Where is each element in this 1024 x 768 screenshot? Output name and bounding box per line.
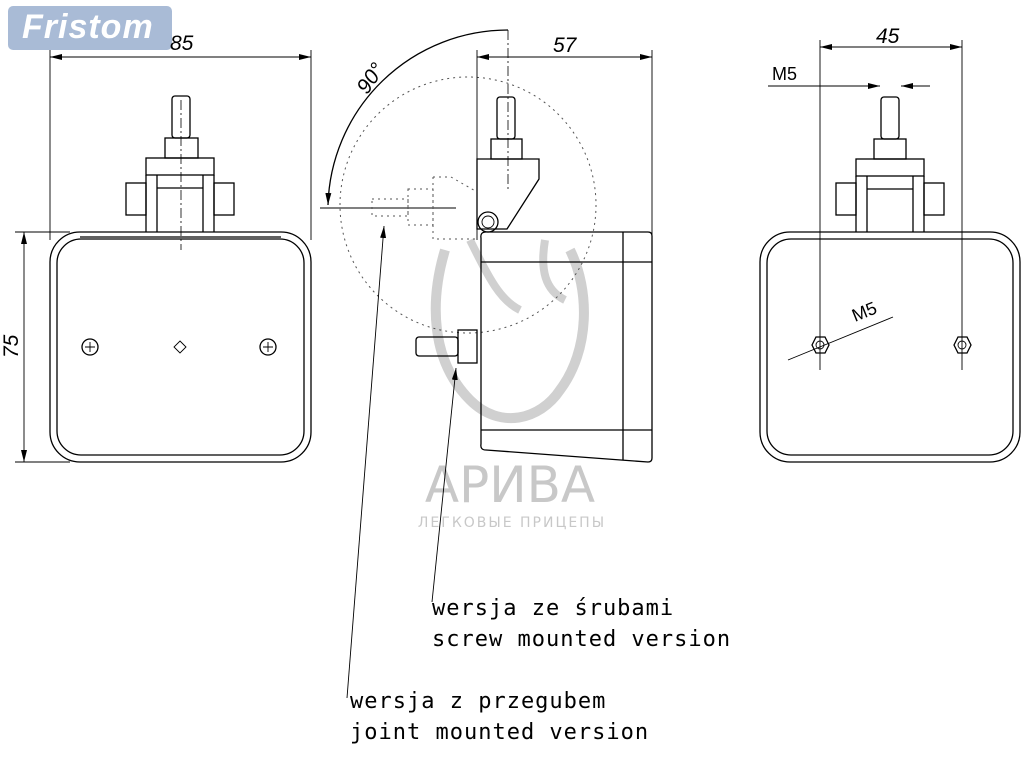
note-joint-en: joint mounted version (350, 720, 649, 745)
thread-label-top: M5 (772, 64, 797, 84)
joint-leader-line (346, 225, 387, 699)
thread-label-nut: M5 (849, 298, 880, 326)
watermark-title: АРИВА (425, 456, 595, 514)
note-joint-pl: wersja z przegubem (350, 689, 606, 714)
rear-view: 45 M5 M5 (759, 25, 1021, 463)
fristom-logo: Fristom (8, 6, 172, 50)
watermark: АРИВА ЛЕГКОВЫЕ ПРИЦЕПЫ (418, 238, 606, 531)
front-view: 85 75 (0, 32, 312, 463)
dimension-75: 75 (0, 334, 23, 358)
note-screw-en: screw mounted version (432, 627, 731, 652)
side-view: 90° 57 (320, 29, 653, 463)
logo-text: Fristom (22, 8, 154, 46)
dimension-45: 45 (876, 25, 900, 48)
note-screw-pl: wersja ze śrubami (432, 596, 674, 621)
dimension-85: 85 (170, 32, 194, 55)
dimension-90-degrees: 90° (352, 59, 389, 98)
watermark-subtitle: ЛЕГКОВЫЕ ПРИЦЕПЫ (418, 515, 606, 531)
screw-leader-line (431, 367, 458, 603)
dimension-57: 57 (553, 34, 578, 57)
